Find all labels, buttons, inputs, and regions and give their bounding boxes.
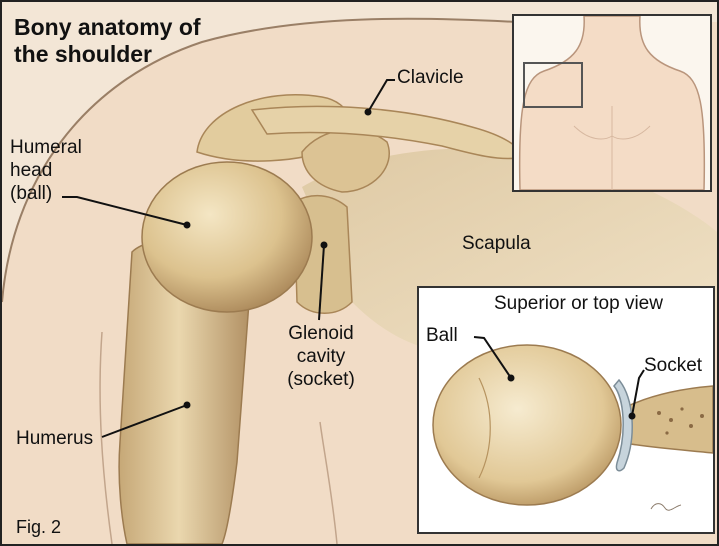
humeral-head-line-2: head <box>10 159 82 182</box>
humeral-head-line-3: (ball) <box>10 182 82 205</box>
ball-shape <box>433 345 621 505</box>
glenoid-line-1: Glenoid <box>260 322 382 345</box>
body-map-illustration <box>514 16 710 190</box>
figure-title-line-1: Bony anatomy of <box>14 14 201 41</box>
superior-view-inset <box>417 286 715 534</box>
figure-title-line-2: the shoulder <box>14 41 201 68</box>
glenoid-line-2: cavity <box>260 345 382 368</box>
superior-view-illustration <box>419 288 713 532</box>
figure-title: Bony anatomy of the shoulder <box>14 14 201 68</box>
glenoid-cavity-label: Glenoid cavity (socket) <box>260 322 382 391</box>
scapula-label: Scapula <box>462 232 531 255</box>
superior-view-title: Superior or top view <box>494 292 663 315</box>
ball-label: Ball <box>426 324 458 347</box>
humeral-head-shape <box>142 162 312 312</box>
figure-number: Fig. 2 <box>16 517 61 538</box>
humeral-head-line-1: Humeral <box>10 136 82 159</box>
socket-label: Socket <box>644 354 702 377</box>
humeral-head-label: Humeral head (ball) <box>10 136 82 205</box>
clavicle-label: Clavicle <box>397 66 464 89</box>
glenoid-line-3: (socket) <box>260 368 382 391</box>
body-map-inset <box>512 14 712 192</box>
humerus-label: Humerus <box>16 427 93 450</box>
